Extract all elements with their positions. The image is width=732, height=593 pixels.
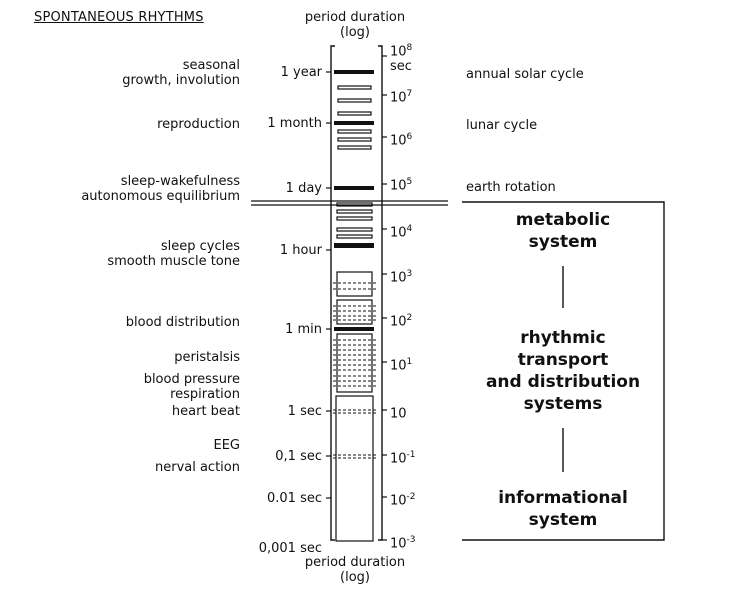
time-label-millisec: 0,001 sec (258, 541, 322, 556)
system-line: informational (498, 488, 628, 508)
system-rhythmic-transport: rhythmic transport and distribution syst… (463, 327, 663, 415)
rhythm-line: sleep-wakefulness (120, 174, 240, 189)
axis-bottom-label-line1: period duration (304, 555, 406, 570)
time-label-decisec: 0,1 sec (275, 449, 322, 464)
diagram-title: SPONTANEOUS RHYTHMS (34, 10, 204, 25)
system-line: metabolic (515, 210, 611, 230)
power-label: 106 (390, 132, 413, 149)
rhythm-seasonal: seasonal growth, involution (40, 58, 240, 88)
rhythm-line: smooth muscle tone (107, 254, 240, 269)
system-line: system (528, 510, 598, 530)
system-bracket (462, 201, 665, 541)
cosmic-annual-solar-cycle: annual solar cycle (466, 67, 584, 82)
rhythm-sleep-cycles: sleep cycles smooth muscle tone (40, 239, 240, 269)
rhythm-reproduction: reproduction (40, 117, 240, 132)
divider-line (251, 200, 448, 206)
unit-label: sec (390, 59, 412, 74)
lower-boxes (335, 271, 374, 542)
rhythm-heart-beat: heart beat (40, 404, 240, 419)
rhythm-sleep-wakefulness: sleep-wakefulness autonomous equilibrium (40, 174, 240, 204)
power-label: 102 (390, 313, 413, 330)
power-label: 103 (390, 269, 413, 286)
thin-bars (336, 85, 373, 239)
time-label-hour: 1 hour (279, 243, 322, 258)
rhythm-line: seasonal (182, 58, 240, 73)
rhythm-line: heart beat (171, 404, 240, 419)
system-line: system (528, 232, 598, 252)
time-label-min: 1 min (285, 322, 322, 337)
power-label: 10-3 (390, 535, 416, 552)
rhythm-line: EEG (213, 438, 240, 453)
rhythm-peristalsis: peristalsis (40, 350, 240, 365)
rhythm-line: sleep cycles (160, 239, 240, 254)
rhythm-eeg: EEG (40, 438, 240, 453)
axis-top-label-line2: (log) (340, 25, 370, 40)
rhythm-blood-distribution: blood distribution (40, 315, 240, 330)
power-label: 107 (390, 89, 413, 106)
time-label-month: 1 month (267, 116, 322, 131)
left-axis-bracket (330, 45, 335, 541)
rhythm-blood-pressure: blood pressure respiration (40, 372, 240, 402)
rhythm-line: growth, involution (122, 73, 240, 88)
axis-top-label: period duration (log) (290, 10, 420, 40)
power-label: 10-1 (390, 450, 416, 467)
system-line: rhythmic (520, 328, 606, 348)
time-label-centisec: 0.01 sec (267, 491, 322, 506)
rhythm-nerval-action: nerval action (40, 460, 240, 475)
rhythm-line: nerval action (154, 460, 240, 475)
right-axis-bracket (378, 45, 383, 541)
axis-bottom-label-line2: (log) (340, 570, 370, 585)
rhythm-line: respiration (170, 387, 240, 402)
right-ticks (382, 55, 387, 541)
system-informational: informational system (463, 487, 663, 531)
rhythm-line: blood pressure (143, 372, 240, 387)
power-label: 104 (390, 224, 413, 241)
rhythm-line: reproduction (157, 117, 240, 132)
power-label: 10-2 (390, 492, 416, 509)
left-ticks (326, 71, 331, 499)
time-label-year: 1 year (280, 65, 322, 80)
rhythm-line: autonomous equilibrium (81, 189, 240, 204)
thick-bars (334, 70, 374, 331)
system-metabolic: metabolic system (463, 209, 663, 253)
time-label-day: 1 day (285, 181, 322, 196)
power-label: 105 (390, 177, 413, 194)
power-label: 108 (390, 43, 413, 60)
cosmic-earth-rotation: earth rotation (466, 180, 556, 195)
rhythm-line: peristalsis (174, 350, 240, 365)
system-line: systems (523, 394, 603, 414)
system-line: transport (517, 350, 609, 370)
time-label-sec: 1 sec (287, 404, 322, 419)
axis-top-label-line1: period duration (304, 10, 406, 25)
power-label: 101 (390, 357, 413, 374)
cosmic-lunar-cycle: lunar cycle (466, 118, 538, 133)
power-label: 10 (390, 406, 407, 422)
system-line: and distribution (485, 372, 641, 392)
axis-bottom-label: period duration (log) (290, 555, 420, 585)
rhythm-line: blood distribution (125, 315, 240, 330)
dashed-lines (333, 282, 376, 459)
